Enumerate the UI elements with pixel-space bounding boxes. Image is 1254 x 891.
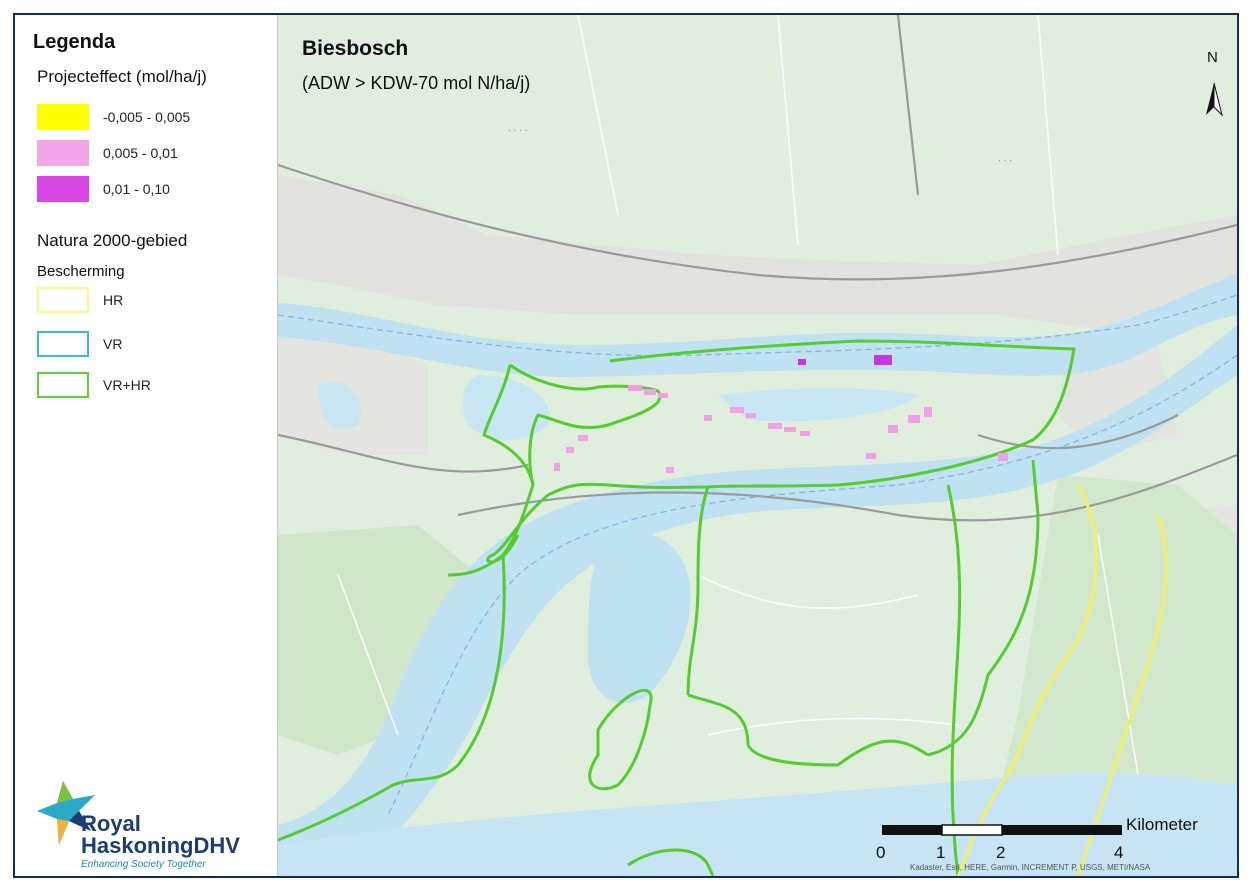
lake <box>462 375 550 440</box>
map-svg: · · · · · · · <box>278 15 1237 876</box>
north-letter: N <box>1207 49 1218 66</box>
legend-protection-row: VR <box>37 330 122 358</box>
shipping-lane <box>278 294 1237 357</box>
map-subtitle: (ADW > KDW-70 mol N/ha/j) <box>302 73 531 93</box>
logo-text-royal: Royal <box>81 811 141 836</box>
map-canvas[interactable]: · · · · · · · Biesbosch (ADW > KDW-70 mo… <box>278 15 1237 876</box>
map-title: Biesbosch <box>302 37 409 60</box>
river <box>278 325 1237 876</box>
legend-effect-label: -0,005 - 0,005 <box>103 109 191 125</box>
minor-roads <box>337 15 1139 776</box>
scale-bar <box>882 824 1122 836</box>
legend-swatch-purple <box>37 176 89 202</box>
legend-protection-label: VR+HR <box>103 377 151 393</box>
lake <box>588 531 691 703</box>
north-arrow-icon <box>1206 82 1223 117</box>
legend-swatch-yellow <box>37 104 89 130</box>
river <box>278 273 1237 378</box>
river <box>278 772 1237 876</box>
legend-swatch-hr <box>37 287 89 313</box>
legend-panel: Legenda Projecteffect (mol/ha/j) -0,005 … <box>15 15 278 876</box>
map-frame: Legenda Projecteffect (mol/ha/j) -0,005 … <box>13 13 1239 878</box>
legend-effect-row: 0,005 - 0,01 <box>37 139 178 167</box>
scale-unit: Kilometer <box>1126 815 1198 834</box>
map-credits: Kadaster, Esri, HERE, Garmin, INCREMENT … <box>910 863 1151 872</box>
place-labels: · · · · · · · <box>508 125 1012 165</box>
legend-title: Legenda <box>33 31 116 53</box>
urban-area <box>278 175 1237 335</box>
shipping-lane <box>387 354 1237 816</box>
north-label: N <box>1207 49 1237 119</box>
logo-text-company: HaskoningDHV <box>81 833 240 858</box>
natura-boundary-vr-hr <box>278 339 1076 876</box>
scale-tick: 2 <box>996 843 1006 862</box>
legend-effect-label: 0,01 - 0,10 <box>103 181 170 197</box>
scale-tick: 0 <box>876 843 886 862</box>
legend-protection-label: VR <box>103 336 123 352</box>
scale-tick: 1 <box>936 843 946 862</box>
lake <box>718 388 918 422</box>
scale-tick: 4 <box>1114 843 1124 862</box>
protection-section-title: Bescherming <box>37 263 125 280</box>
effect-patches-high <box>798 355 892 365</box>
legend-swatch-pink <box>37 140 89 166</box>
place-label: · · · · <box>508 125 528 135</box>
effect-section-title: Projecteffect (mol/ha/j) <box>37 67 207 86</box>
legend-protection-label: HR <box>103 292 124 308</box>
legend-swatch-vr <box>37 331 89 357</box>
legend-protection-row: VR+HR <box>37 371 151 399</box>
legend-protection-row: HR <box>37 286 123 314</box>
logo-tagline: Enhancing Society Together <box>81 859 206 870</box>
legend-swatch-vr-hr <box>37 372 89 398</box>
company-logo: Royal HaskoningDHV Enhancing Society Tog… <box>33 775 263 875</box>
legend-effect-row: -0,005 - 0,005 <box>37 103 190 131</box>
lake <box>318 382 361 429</box>
star-logo-icon <box>37 781 95 845</box>
natura-section-title: Natura 2000-gebied <box>37 231 188 250</box>
effect-patches-medium <box>554 385 1008 473</box>
legend-effect-label: 0,005 - 0,01 <box>103 145 178 161</box>
place-label: · · · <box>998 155 1012 165</box>
legend-effect-row: 0,01 - 0,10 <box>37 175 170 203</box>
road-network <box>278 15 1237 522</box>
